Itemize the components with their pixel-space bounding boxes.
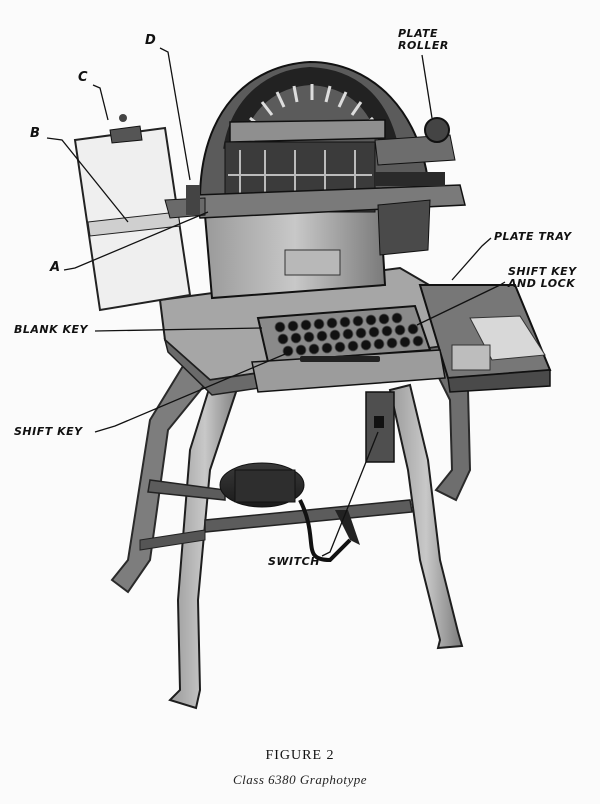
callout-b: B: [30, 126, 41, 141]
keyboard: [251, 304, 446, 393]
callout-blank-key: BLANK KEY: [14, 323, 88, 336]
callout-switch: SWITCH: [268, 555, 320, 568]
figure-caption-subtitle: Class 6380 Graphotype: [233, 772, 367, 787]
leader-lines: [46, 47, 506, 557]
machine-body: [194, 60, 466, 300]
callout-plate-roller: PLATE ROLLER: [398, 27, 449, 52]
callout-a: A: [50, 260, 61, 275]
callout-shift-key: SHIFT KEY: [14, 425, 83, 438]
callout-shift-key-and-lock: SHIFT KEY AND LOCK: [508, 265, 577, 290]
copy-holder: [73, 114, 206, 312]
stand: [110, 319, 472, 710]
callout-c: C: [78, 70, 89, 85]
callout-plate-tray: PLATE TRAY: [494, 230, 572, 243]
callout-d: D: [145, 33, 157, 48]
figure-caption-title: FIGURE 2: [265, 748, 335, 763]
